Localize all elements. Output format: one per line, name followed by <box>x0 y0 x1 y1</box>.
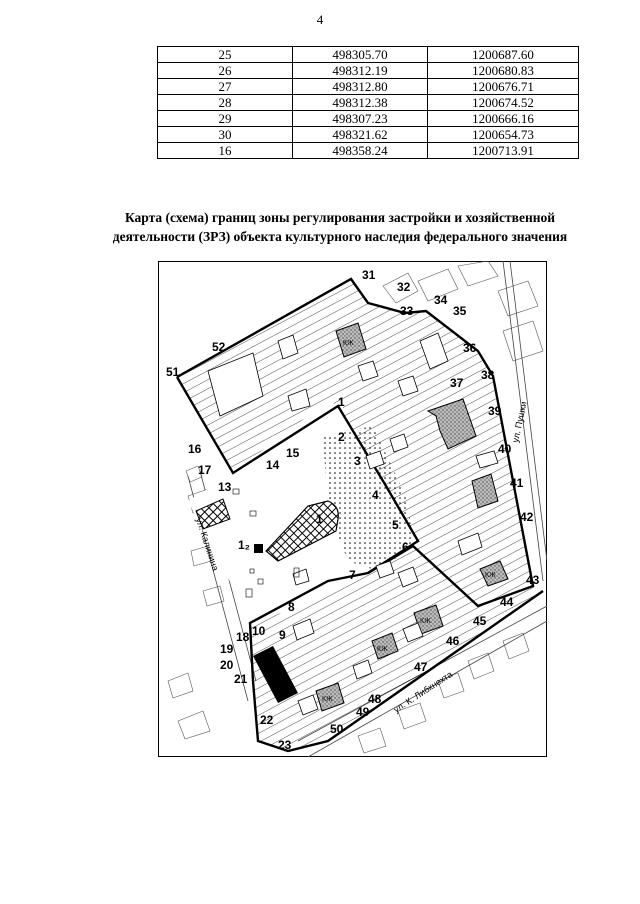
point-label: 7 <box>349 568 356 582</box>
x-coordinate-cell: 498305.70 <box>292 46 428 63</box>
point-label: 1 <box>338 395 345 409</box>
kzh-mark: КЖ <box>322 696 333 703</box>
kzh-mark: КЖ <box>485 572 496 579</box>
point-label: 35 <box>453 304 467 318</box>
point-label: 45 <box>473 614 487 628</box>
point-label: 32 <box>397 280 411 294</box>
main-heritage-object <box>265 500 339 562</box>
point-label: 3 <box>354 454 361 468</box>
point-number-cell: 29 <box>157 110 293 127</box>
point-label: 23 <box>278 738 292 752</box>
point-label: 21 <box>234 672 248 686</box>
object-label-1: 1 <box>316 512 323 526</box>
point-label: 40 <box>498 442 512 456</box>
point-label: 9 <box>279 628 286 642</box>
point-label: 8 <box>288 600 295 614</box>
x-coordinate-cell: 498321.62 <box>292 126 428 143</box>
point-number-cell: 16 <box>157 142 293 159</box>
x-coordinate-cell: 498312.19 <box>292 62 428 79</box>
interior-marks <box>232 488 300 598</box>
kzh-mark: КЖ <box>343 340 354 347</box>
protection-area <box>323 426 413 571</box>
page-number: 4 <box>316 12 324 27</box>
point-label: 5 <box>392 518 399 532</box>
small-object-2 <box>254 544 263 553</box>
caption-line-2: деятельности (ЗРЗ) объекта культурного н… <box>112 229 568 244</box>
y-coordinate-cell: 1200676.71 <box>427 78 579 95</box>
point-label: 38 <box>481 368 495 382</box>
point-number-cell: 25 <box>157 46 293 63</box>
point-number-cell: 28 <box>157 94 293 111</box>
y-coordinate-cell: 1200666.16 <box>427 110 579 127</box>
point-label: 2 <box>338 430 345 444</box>
stippled-buildings <box>315 322 509 712</box>
point-label: 13 <box>218 480 232 494</box>
point-label: 37 <box>450 376 464 390</box>
black-building <box>253 646 298 703</box>
point-label: 36 <box>463 341 477 355</box>
point-number-cell: 26 <box>157 62 293 79</box>
x-coordinate-cell: 498312.80 <box>292 78 428 95</box>
x-coordinate-cell: 498307.23 <box>292 110 428 127</box>
point-label: 14 <box>266 458 280 472</box>
point-label: 48 <box>368 692 382 706</box>
map-caption: Карта (схема) границ зоны регулирования … <box>60 208 620 246</box>
point-number-cell: 30 <box>157 126 293 143</box>
point-label: 52 <box>212 340 226 354</box>
point-label: 47 <box>414 660 428 674</box>
point-label: 43 <box>526 573 540 587</box>
kzh-mark: КЖ <box>420 618 431 625</box>
point-label: 46 <box>446 634 460 648</box>
x-coordinate-cell: 498358.24 <box>292 142 428 159</box>
point-label: 22 <box>260 713 274 727</box>
x-coordinate-cell: 498312.38 <box>292 94 428 111</box>
object-label-1-2: 1₂ <box>238 538 250 552</box>
point-number-cell: 27 <box>157 78 293 95</box>
y-coordinate-cell: 1200713.91 <box>427 142 579 159</box>
point-label: 18 <box>236 630 250 644</box>
point-label: 31 <box>362 268 376 282</box>
point-label: 16 <box>188 442 202 456</box>
point-label: 33 <box>400 304 414 318</box>
point-label: 51 <box>166 365 180 379</box>
point-labels: 1 2 3 4 5 6 7 8 9 10 13 14 15 16 17 18 1… <box>166 268 540 752</box>
point-label: 10 <box>252 624 266 638</box>
caption-line-1: Карта (схема) границ зоны регулирования … <box>124 210 556 225</box>
point-label: 19 <box>220 642 234 656</box>
y-coordinate-cell: 1200687.60 <box>427 46 579 63</box>
point-label: 49 <box>356 705 370 719</box>
y-coordinate-cell: 1200654.73 <box>427 126 579 143</box>
point-label: 4 <box>372 488 379 502</box>
point-label: 50 <box>330 722 344 736</box>
point-label: 34 <box>434 293 448 307</box>
zone-buildings <box>207 332 499 716</box>
kzh-marks: КЖ КЖ КЖ КЖ КЖ <box>322 340 496 703</box>
point-label: 20 <box>220 658 234 672</box>
point-label: 44 <box>500 595 514 609</box>
kzh-mark: КЖ <box>377 646 388 653</box>
zone-map: КЖ КЖ КЖ КЖ КЖ 1 1₂ ул. Пушки <box>158 261 547 757</box>
point-label: 39 <box>488 404 502 418</box>
small-object <box>195 498 231 530</box>
point-label: 17 <box>198 463 212 477</box>
point-label: 42 <box>520 510 534 524</box>
y-coordinate-cell: 1200674.52 <box>427 94 579 111</box>
point-label: 15 <box>286 446 300 460</box>
point-label: 41 <box>510 476 524 490</box>
point-label: 6 <box>402 540 409 554</box>
y-coordinate-cell: 1200680.83 <box>427 62 579 79</box>
